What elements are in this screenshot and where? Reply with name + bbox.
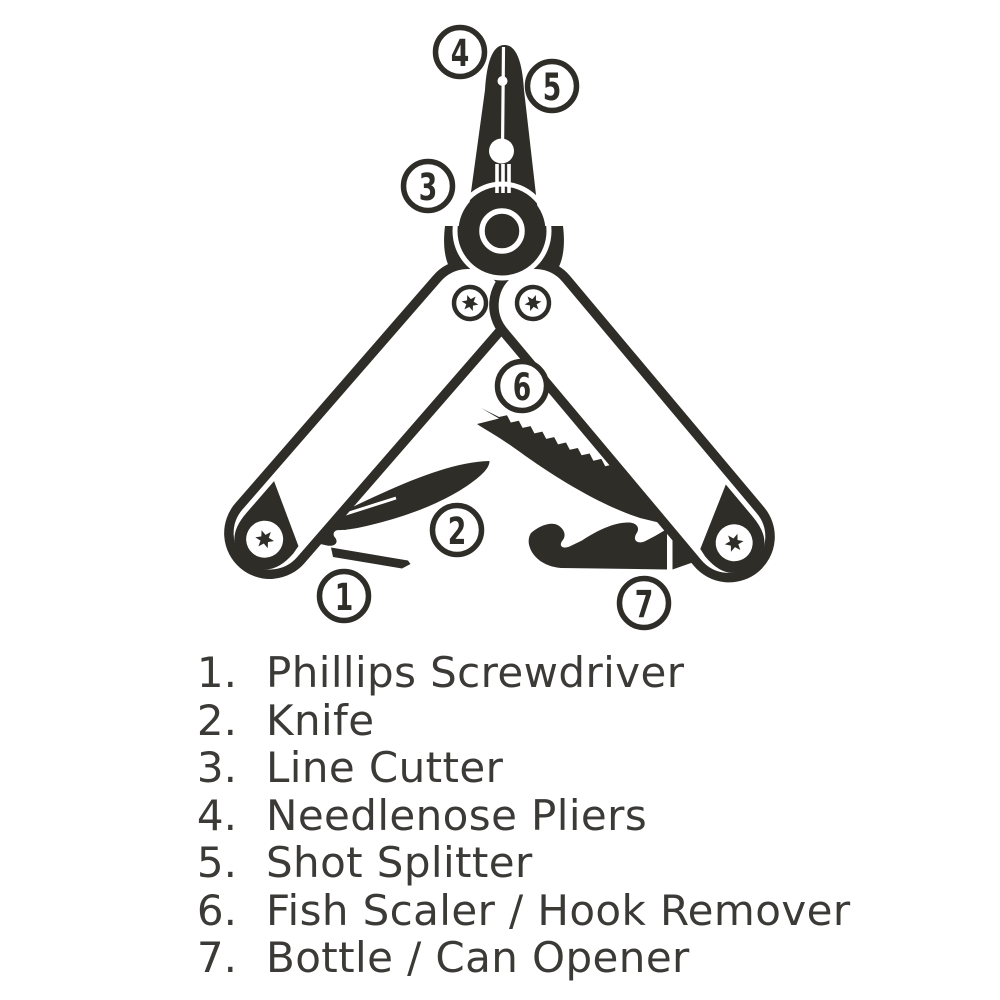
torx-screw-right <box>514 284 552 322</box>
callout-3: 3 <box>400 158 456 214</box>
callout-5: 5 <box>524 58 580 114</box>
callout-7: 7 <box>616 575 672 631</box>
endcap-screw-left <box>246 520 284 558</box>
callout-3-number: 3 <box>419 166 438 210</box>
legend-label: Shot Splitter <box>266 838 533 887</box>
legend-item-3: 3. Line Cutter <box>175 744 851 792</box>
torx-screw-left <box>451 284 489 322</box>
callout-1: 1 <box>316 568 372 624</box>
callout-2: 2 <box>429 502 485 558</box>
legend-item-1: 1. Phillips Screwdriver <box>175 649 851 697</box>
endcap-screw-right <box>715 524 753 562</box>
pivot-ring <box>479 208 525 254</box>
legend-label: Needlenose Pliers <box>266 790 648 840</box>
fish-scaler-blade <box>477 408 681 526</box>
legend-label: Line Cutter <box>266 743 504 792</box>
legend-number: 7. <box>196 933 237 982</box>
legend-number: 5. <box>196 838 237 887</box>
legend-label: Knife <box>266 695 375 745</box>
callout-2-number: 2 <box>448 510 467 554</box>
shot-splitter-upper-dot <box>497 76 508 86</box>
handle-left-body <box>224 259 514 579</box>
callouts: 1 2 3 4 5 6 7 <box>316 24 672 631</box>
legend-number: 4. <box>196 790 237 840</box>
legend-item-6: 6. Fish Scaler / Hook Remover <box>175 885 851 935</box>
shot-splitter-lower-dot <box>489 138 514 164</box>
legend-item-2: 2. Knife <box>175 695 851 745</box>
legend-item-5: 5. Shot Splitter <box>175 839 851 887</box>
legend-number: 3. <box>196 743 237 792</box>
fish-scaler-hook-remover <box>477 408 681 526</box>
callout-4: 4 <box>432 24 488 80</box>
callout-4-number: 4 <box>451 32 470 76</box>
legend-label: Phillips Screwdriver <box>266 648 685 697</box>
jaw-split-line <box>500 46 506 151</box>
opener-hooks <box>528 522 667 570</box>
knife-blade <box>318 461 490 531</box>
legend-item-7: 7. Bottle / Can Opener <box>175 934 851 982</box>
needlenose-pliers-head <box>452 45 552 281</box>
legend: 1. Phillips Screwdriver 2. Knife 3. Line… <box>175 649 851 982</box>
legend-number: 1. <box>196 648 237 697</box>
handle-right <box>489 259 775 583</box>
legend-label: Fish Scaler / Hook Remover <box>266 885 851 935</box>
legend-label: Bottle / Can Opener <box>266 933 690 982</box>
legend-number: 6. <box>196 885 237 935</box>
pivot-boss <box>458 187 546 275</box>
callout-6: 6 <box>494 358 550 414</box>
legend-number: 2. <box>196 695 237 745</box>
callout-5-number: 5 <box>543 66 562 110</box>
legend-item-4: 4. Needlenose Pliers <box>175 790 851 840</box>
callout-7-number: 7 <box>635 583 654 627</box>
callout-6-number: 6 <box>513 366 532 410</box>
handle-left <box>224 259 514 579</box>
phillips-shaft <box>331 547 411 569</box>
line-cutter-notches <box>495 164 511 193</box>
callout-1-number: 1 <box>335 576 354 620</box>
